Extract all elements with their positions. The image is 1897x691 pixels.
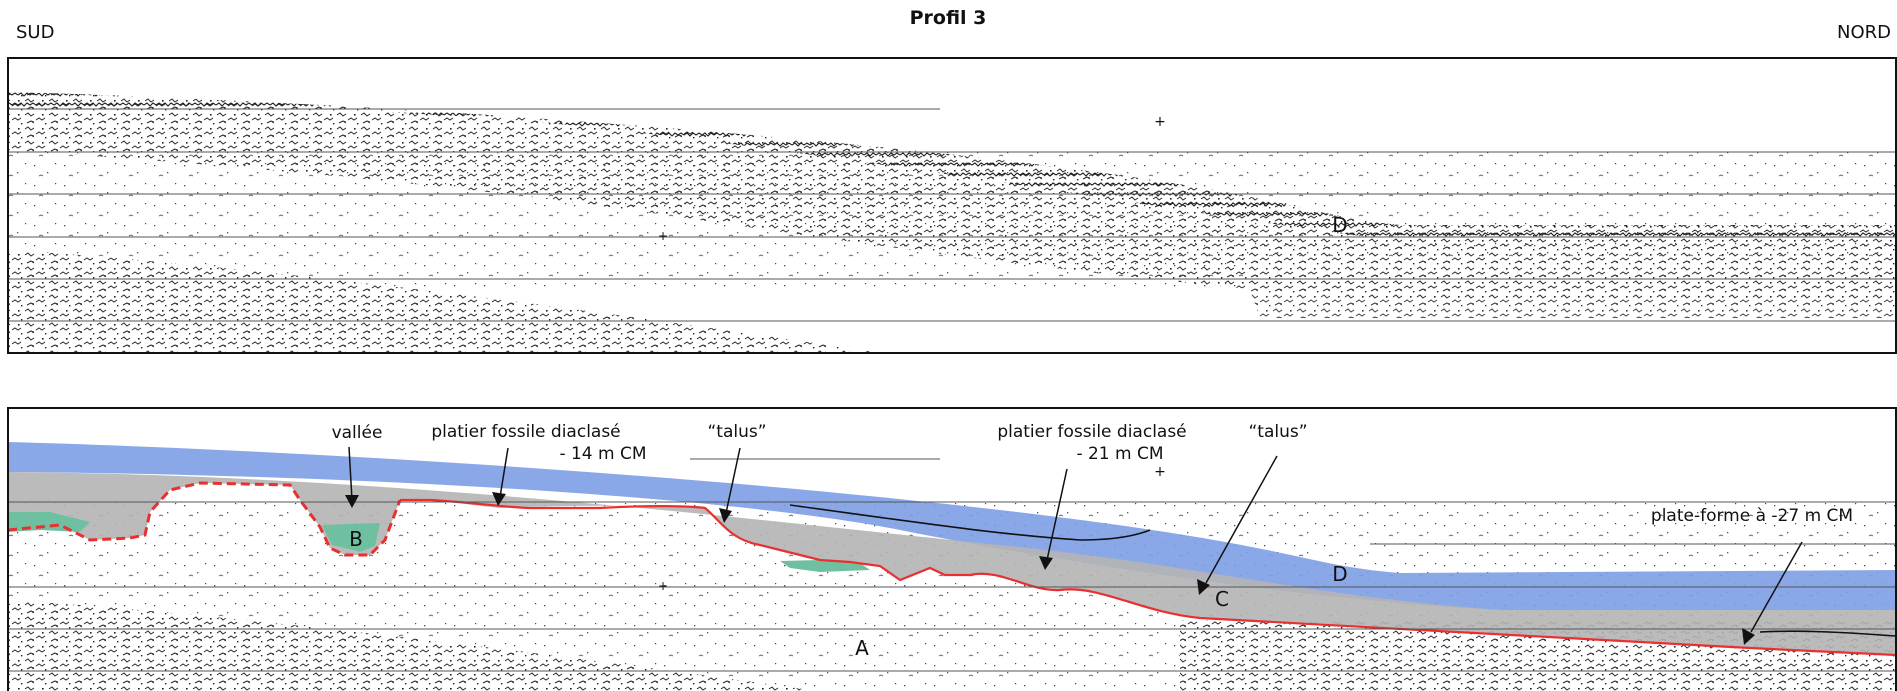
left-direction-label: SUD: [16, 22, 54, 43]
unit-label-b: B: [349, 527, 363, 551]
raw-seismic-panel: + + D: [7, 57, 1897, 354]
svg-text:+: +: [658, 579, 668, 593]
annotation-platier-1-depth: - 14 m CM: [559, 444, 646, 464]
figure-title: Profil 3: [910, 7, 987, 29]
unit-b-area: [322, 523, 380, 552]
right-direction-label: NORD: [1837, 22, 1891, 43]
unit-label-c: C: [1215, 587, 1229, 611]
annotation-talus-1: “talus”: [707, 422, 766, 442]
annotation-plate-forme: plate-forme à -27 m CM: [1651, 506, 1853, 526]
annotation-talus-2: “talus”: [1248, 422, 1307, 442]
bottom-panel-frame: [7, 407, 1897, 691]
annotation-platier-2: platier fossile diaclasé: [997, 422, 1186, 442]
svg-text:+: +: [658, 229, 668, 243]
annotation-platier-1: platier fossile diaclasé: [431, 422, 620, 442]
unit-label-a: A: [855, 636, 869, 660]
svg-text:+: +: [1154, 464, 1166, 480]
unit-b-area-center: [780, 560, 870, 572]
svg-text:+: +: [1154, 114, 1166, 130]
erosion-surface-dashed: [8, 481, 402, 557]
top-unit-label-d: D: [1332, 213, 1347, 237]
erosion-surface-solid: [400, 498, 1896, 657]
top-panel-frame: [7, 57, 1897, 354]
unit-c-area: [8, 472, 1896, 655]
unit-label-d: D: [1332, 562, 1347, 586]
interpreted-seismic-panel: + + A B C D vallée platier fossile diacl…: [7, 407, 1897, 691]
annotation-platier-2-depth: - 21 m CM: [1076, 444, 1163, 464]
unit-d-area: [8, 442, 1896, 610]
annotation-vallee: vallée: [332, 423, 383, 443]
multiple-reflection: [8, 250, 880, 353]
